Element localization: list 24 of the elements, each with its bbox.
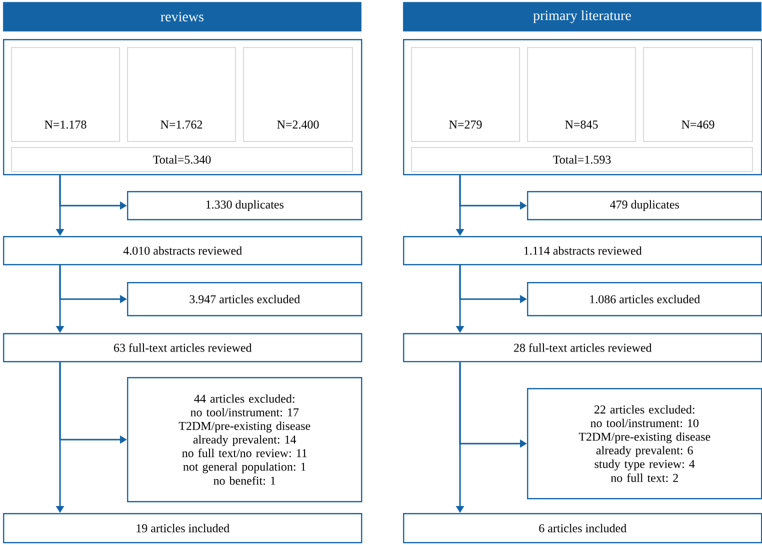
count-box: N=1.178: [11, 47, 120, 142]
exclusion-box: 3.947 articles excluded: [127, 282, 362, 316]
exclusion-box: 1.330 duplicates: [127, 191, 362, 220]
group-box: [3, 39, 362, 176]
count-box: N=279: [411, 47, 520, 142]
process-box: 28 full-text articles reviewed: [403, 333, 762, 362]
count-box: N=845: [527, 47, 636, 142]
process-box: 63 full-text articles reviewed: [3, 333, 362, 362]
process-box: 19 articles included: [3, 513, 362, 544]
count-box: N=1.762: [127, 47, 236, 142]
group-box: [403, 39, 762, 176]
total-box: Total=5.340: [11, 147, 353, 172]
count-box: N=2.400: [243, 47, 353, 142]
total-box: Total=1.593: [411, 147, 753, 172]
exclusion-box: 44 articles excluded: no tool/instrument: 17 T2DM/pre-existing disease already prevalent: 14 no full text/no review: 11 not general population: 1 no benefit: 1: [127, 377, 362, 502]
column-header: reviews: [3, 2, 362, 32]
process-box: 1.114 abstracts reviewed: [403, 236, 762, 266]
exclusion-box: 1.086 articles excluded: [527, 282, 762, 316]
count-box: N=469: [643, 47, 753, 142]
exclusion-box: 22 articles excluded: no tool/instrument: 10 T2DM/pre-existing disease already prevalent: 6 study type review: 4 no full text: 2: [527, 388, 762, 500]
process-box: 6 articles included: [403, 513, 762, 544]
column-header: primary literature: [403, 2, 762, 32]
exclusion-box: 479 duplicates: [527, 191, 762, 220]
process-box: 4.010 abstracts reviewed: [3, 236, 362, 266]
